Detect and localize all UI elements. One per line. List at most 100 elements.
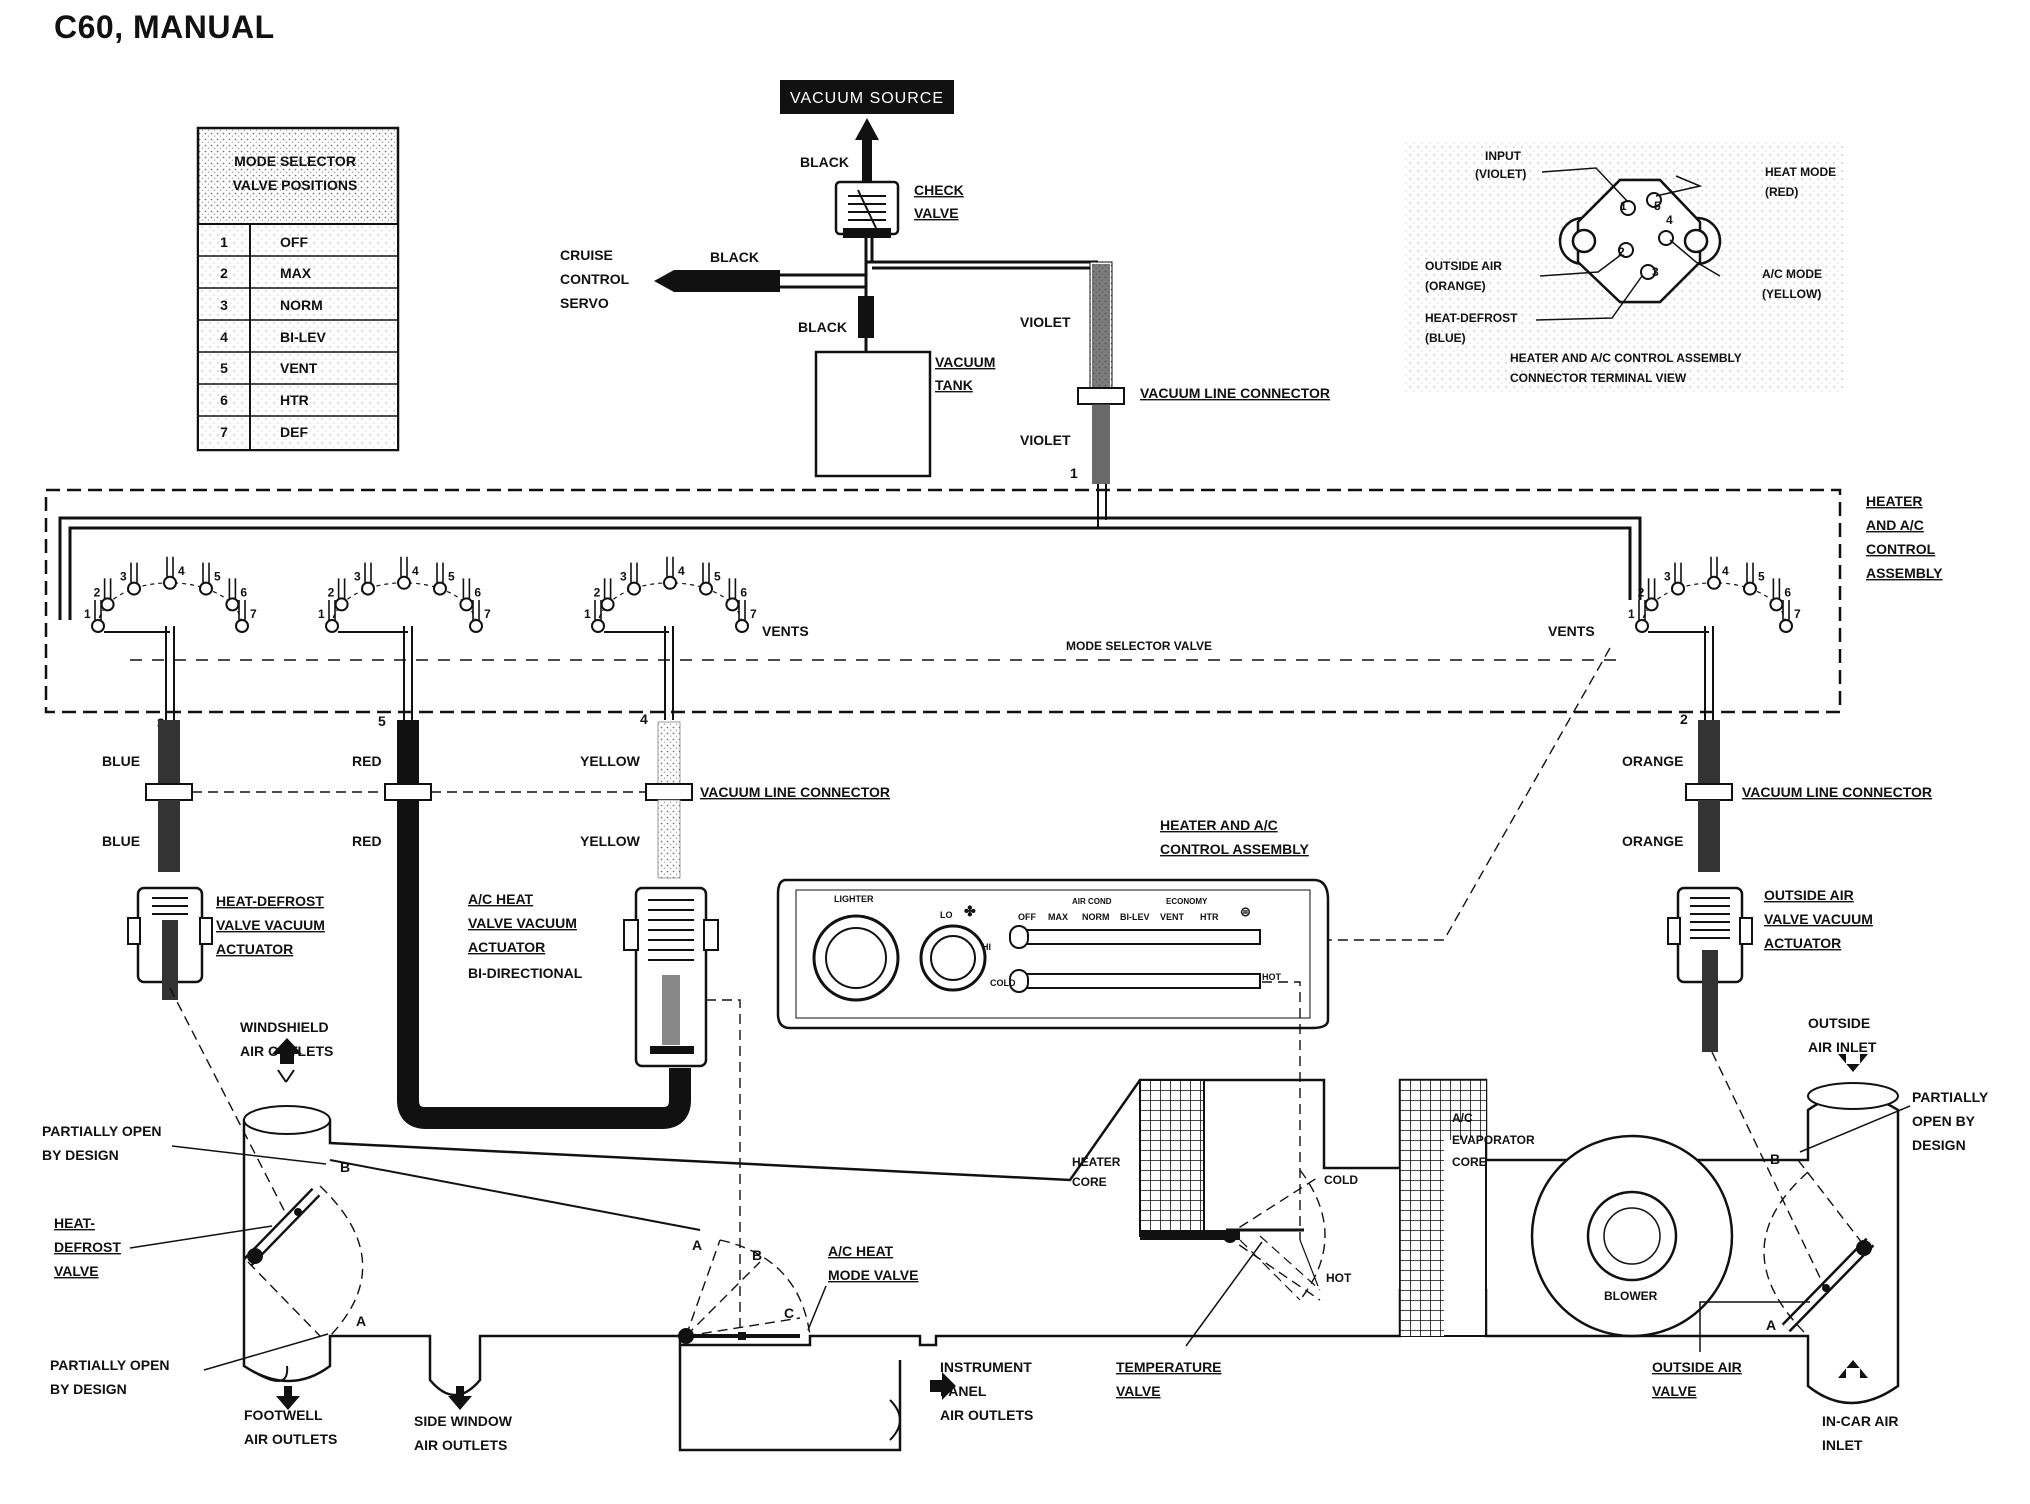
ac-actuator-label-1: A/C HEAT bbox=[468, 891, 534, 907]
temperature-valve-label-2: VALVE bbox=[1116, 1383, 1161, 1399]
valve-port-number: 6 bbox=[240, 585, 247, 599]
valve-port-number: 3 bbox=[1664, 570, 1671, 584]
vacuum-source-arrow bbox=[855, 118, 879, 140]
valve-port-number: 6 bbox=[474, 585, 481, 599]
blue-label-1: BLUE bbox=[102, 753, 140, 769]
valve-position-letter: B bbox=[1770, 1151, 1780, 1167]
valve-port bbox=[591, 619, 605, 633]
vacuum-line-connector-mid: VACUUM LINE CONNECTOR bbox=[700, 784, 890, 800]
control-panel: HEATER AND A/C CONTROL ASSEMBLY LIGHTER … bbox=[776, 817, 1330, 1240]
partially-open-right-1: PARTIALLY bbox=[1912, 1089, 1989, 1105]
outside-inlet-label-2: AIR INLET bbox=[1808, 1039, 1877, 1055]
heat-defrost-actuator: HEAT-DEFROST VALVE VACUUM ACTUATOR bbox=[127, 886, 325, 1000]
off-label: OFF bbox=[1018, 912, 1036, 922]
valve-port bbox=[1743, 581, 1757, 596]
valve-port-stub bbox=[337, 578, 346, 599]
valve-port-number: 5 bbox=[448, 570, 455, 584]
ac-heat-mode-valve-label-1: A/C HEAT bbox=[828, 1243, 894, 1259]
mode-row-label: VENT bbox=[280, 360, 318, 376]
valve-port-number: 2 bbox=[94, 585, 101, 599]
valve-port-number: 7 bbox=[750, 607, 757, 621]
ip-label-2: PANEL bbox=[940, 1383, 987, 1399]
heater-core-label-2: CORE bbox=[1072, 1175, 1107, 1189]
assembly-label-1: HEATER bbox=[1866, 493, 1923, 509]
cruise-label-1: CRUISE bbox=[560, 247, 613, 263]
cruise-label-3: SERVO bbox=[560, 295, 609, 311]
vacuum-tank-label-2: TANK bbox=[935, 377, 973, 393]
pin-num: 4 bbox=[1666, 213, 1673, 227]
violet-label-2: VIOLET bbox=[1020, 432, 1071, 448]
valve-port-number: 3 bbox=[120, 570, 127, 584]
valve-port-stub bbox=[738, 600, 746, 620]
valve-port bbox=[433, 581, 447, 596]
valve-outlet-stub bbox=[165, 626, 175, 720]
footwell-label-1: FOOTWELL bbox=[244, 1407, 323, 1423]
mode-row-num: 3 bbox=[220, 297, 228, 313]
partially-open-bottom-1: PARTIALLY OPEN bbox=[50, 1357, 170, 1373]
evap-label-1: A/C bbox=[1452, 1111, 1473, 1125]
pin-num: 3 bbox=[1652, 265, 1659, 279]
valve-port-stub bbox=[1710, 556, 1718, 577]
valve-port-number: 1 bbox=[84, 607, 91, 621]
pin-num: 2 bbox=[1618, 245, 1625, 259]
evap-label-2: EVAPORATOR bbox=[1452, 1133, 1535, 1147]
max-label: MAX bbox=[1048, 912, 1068, 922]
hd-valve-label-1: HEAT- bbox=[54, 1215, 95, 1231]
valve-port bbox=[127, 581, 141, 596]
assembly-label-2: AND A/C bbox=[1866, 517, 1924, 533]
mode-row-label: OFF bbox=[280, 234, 308, 250]
vents-label-left: VENTS bbox=[762, 623, 809, 639]
windshield-label-2: AIR OUTLETS bbox=[240, 1043, 333, 1059]
valve-port bbox=[469, 619, 483, 633]
outside-air-valve-label-1: OUTSIDE AIR bbox=[1652, 1359, 1742, 1375]
valve-port-stub bbox=[436, 562, 444, 583]
valve-port-stub bbox=[603, 578, 612, 599]
oa-actuator-label-2: VALVE VACUUM bbox=[1764, 911, 1873, 927]
valve-port-stub bbox=[1674, 562, 1682, 583]
valve-port-stub bbox=[702, 562, 710, 583]
valve-port-stub bbox=[238, 600, 246, 620]
ac-heat-mode-valve-label-2: MODE VALVE bbox=[828, 1267, 919, 1283]
air-cond-label: AIR COND bbox=[1072, 897, 1112, 906]
valve-port bbox=[459, 597, 474, 612]
ac-mode-label-2: (YELLOW) bbox=[1762, 287, 1821, 301]
ac-actuator-label-4: BI-DIRECTIONAL bbox=[468, 965, 583, 981]
vacuum-tank-label-1: VACUUM bbox=[935, 354, 995, 370]
temperature-lever[interactable] bbox=[1009, 969, 1029, 993]
outside-air-valve-label-2: VALVE bbox=[1652, 1383, 1697, 1399]
valve-outlet-stub bbox=[403, 626, 413, 720]
terminal-caption-2: CONNECTOR TERMINAL VIEW bbox=[1510, 371, 1687, 385]
line-num-1: 1 bbox=[1070, 465, 1078, 481]
cruise-label-2: CONTROL bbox=[560, 271, 630, 287]
heat-mode-label-2: (RED) bbox=[1765, 185, 1798, 199]
valve-port bbox=[600, 597, 615, 612]
mode-row-label: HTR bbox=[280, 392, 309, 408]
valve-port bbox=[325, 619, 339, 633]
valve-position-letter: A bbox=[1766, 1317, 1776, 1333]
valve-port-number: 3 bbox=[620, 570, 627, 584]
mode-table-header-2: VALVE POSITIONS bbox=[233, 177, 358, 193]
partially-open-bottom-2: BY DESIGN bbox=[50, 1381, 127, 1397]
hot-panel-label: HOT bbox=[1262, 972, 1282, 982]
mode-row-num: 2 bbox=[220, 265, 228, 281]
norm-label: NORM bbox=[1082, 912, 1110, 922]
valve-port-stub bbox=[400, 556, 408, 577]
yellow-label-1: YELLOW bbox=[580, 753, 641, 769]
check-valve-group: BLACK CHECK VALVE BLACK CRUISE CONTROL S… bbox=[560, 140, 1330, 520]
fan-hi-label: HI bbox=[982, 942, 991, 952]
mode-lever[interactable] bbox=[1009, 925, 1029, 949]
valve-position-letter: A bbox=[692, 1237, 702, 1253]
vacuum-source-box: VACUUM SOURCE bbox=[780, 80, 954, 114]
valve-port-stub bbox=[1746, 562, 1754, 583]
valve-port-number: 7 bbox=[484, 607, 491, 621]
hd-valve-label-2: DEFROST bbox=[54, 1239, 121, 1255]
valve-position-letter: A bbox=[356, 1313, 366, 1329]
outside-inlet-label-1: OUTSIDE bbox=[1808, 1015, 1870, 1031]
defrost-icon: ⊜ bbox=[1240, 904, 1251, 919]
valve-port bbox=[663, 575, 677, 590]
outside-air-label-1: OUTSIDE AIR bbox=[1425, 259, 1502, 273]
valve-position-letter: B bbox=[340, 1159, 350, 1175]
economy-label: ECONOMY bbox=[1166, 897, 1208, 906]
valve-port-stub bbox=[1782, 600, 1790, 620]
vacuum-lines: 3 BLUE BLUE 5 RED RED 4 YELLOW YELLOW VA… bbox=[102, 647, 1932, 1129]
